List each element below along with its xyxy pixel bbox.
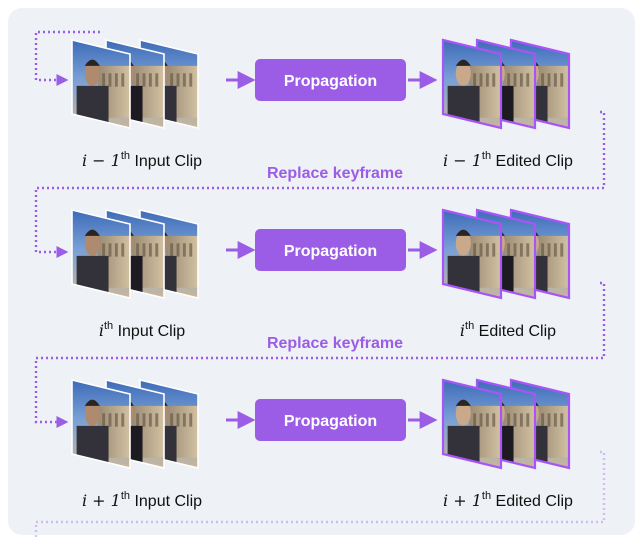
replace-keyframe-label: Replace keyframe: [267, 335, 403, 352]
input-clip-stack: [71, 378, 199, 470]
input-clip-label: i − 1th Input Clip: [82, 150, 202, 170]
input-clip-label: ith Input Clip: [99, 320, 185, 340]
propagation-label: Propagation: [284, 413, 377, 430]
pipeline-row: Propagation ith Input Clip ith Edited Clip: [71, 208, 571, 340]
dotted-feedback-connector: [34, 281, 606, 428]
video-frame-icon: [441, 378, 503, 470]
input-clip-stack: [71, 38, 199, 130]
video-frame-icon: [71, 208, 131, 300]
propagation-label: Propagation: [284, 73, 377, 90]
propagation-label: Propagation: [284, 243, 377, 260]
pipeline-row: Propagation i − 1th Input Clip i − 1th Edi…: [71, 38, 573, 170]
edited-clip-label: i − 1th Edited Clip: [443, 150, 573, 170]
rows-layer: Propagation i − 1th Input Clip i − 1th Edi…: [71, 38, 573, 510]
dotted-feedback-connector: [34, 110, 606, 258]
feedback-connectors: [34, 30, 606, 540]
dotted-feedback-connector: [34, 30, 100, 86]
video-frame-icon: [441, 38, 503, 130]
edited-clip-label: i + 1th Edited Clip: [443, 490, 573, 510]
edited-clip-stack: [441, 38, 571, 130]
edited-clip-stack: [441, 378, 571, 470]
input-clip-stack: [71, 208, 199, 300]
propagation-box: [255, 229, 406, 271]
video-frame-icon: [441, 208, 503, 300]
propagation-box: [255, 399, 406, 441]
propagation-box: [255, 59, 406, 101]
edited-clip-stack: [441, 208, 571, 300]
video-frame-icon: [71, 38, 131, 130]
pipeline-row: Propagation i + 1th Input Clip i + 1th Edi…: [71, 378, 573, 510]
edited-clip-label: ith Edited Clip: [460, 320, 556, 340]
replace-keyframe-label: Replace keyframe: [267, 165, 403, 182]
input-clip-label: i + 1th Input Clip: [82, 490, 202, 510]
video-frame-icon: [71, 378, 131, 470]
